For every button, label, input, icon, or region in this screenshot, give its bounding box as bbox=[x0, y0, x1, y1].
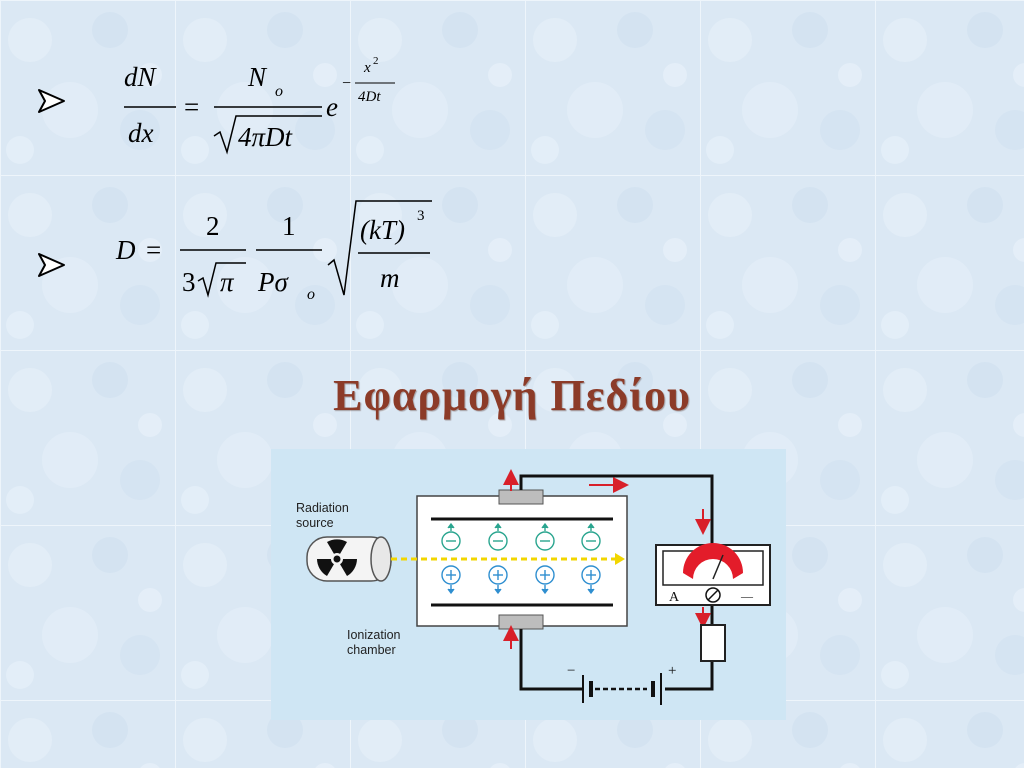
ammeter-label-a: A bbox=[669, 590, 680, 605]
formula1-lhs-numerator: dN bbox=[124, 62, 158, 92]
slide-title: Εφαρμογή Πεδίου bbox=[333, 371, 691, 420]
ionization-chamber-diagram: Radiation source Ionization chamber bbox=[271, 449, 786, 720]
bullet-arrow-icon bbox=[38, 253, 65, 277]
radiation-source bbox=[306, 536, 392, 582]
circuit-wire bbox=[519, 474, 714, 691]
negative-ion bbox=[488, 522, 508, 551]
formula1-rhs-numerator-sub: o bbox=[275, 83, 283, 100]
formula1-exp-numerator-sup: 2 bbox=[373, 55, 379, 67]
ionization-chamber-label-2: chamber bbox=[347, 643, 396, 657]
positive-ion bbox=[535, 565, 555, 595]
beam-arrowhead bbox=[615, 553, 625, 565]
radiation-source-label-1: Radiation bbox=[296, 501, 349, 515]
top-insulator bbox=[498, 489, 544, 505]
formula2-root-numerator: (kT) bbox=[360, 215, 405, 245]
diffusion-distribution-formula: dN dx = N o 4πDt e − x 2 4Dt bbox=[124, 55, 395, 155]
radiation-source-label-2: source bbox=[296, 516, 334, 530]
positive-ions bbox=[441, 565, 601, 595]
negative-ion bbox=[441, 522, 461, 551]
formula2-frac1-denominator-root: π bbox=[220, 267, 235, 297]
negative-ion bbox=[535, 522, 555, 551]
battery-plus-label: + bbox=[668, 663, 676, 679]
radiation-trefoil-icon bbox=[317, 539, 357, 576]
ionization-chamber-label-1: Ionization bbox=[347, 628, 401, 642]
formula2-root-numerator-sup: 3 bbox=[417, 208, 425, 224]
formula1-exp-denominator: 4Dt bbox=[358, 89, 381, 105]
positive-ion bbox=[581, 565, 601, 595]
formula2-frac1-numerator: 2 bbox=[206, 211, 220, 241]
diffusion-coefficient-formula: D = 2 3 π 1 Pσ o (kT) 3 m bbox=[115, 200, 432, 303]
resistor-icon bbox=[700, 624, 726, 662]
battery-icon: − + bbox=[567, 663, 676, 705]
formula2-lhs: D bbox=[115, 235, 136, 265]
bullet-arrow-icon bbox=[38, 89, 65, 113]
positive-ion bbox=[488, 565, 508, 595]
ammeter-icon: A — bbox=[655, 543, 771, 606]
formula2-equals: = bbox=[146, 235, 161, 265]
formula2-frac2-numerator: 1 bbox=[282, 211, 296, 241]
formula2-frac2-denominator-sub: o bbox=[307, 286, 315, 303]
formula1-equals: = bbox=[184, 92, 199, 122]
current-arrows bbox=[503, 469, 711, 649]
positive-ion bbox=[441, 565, 461, 595]
formula2-root-denominator: m bbox=[380, 263, 400, 293]
ammeter-label-minus: — bbox=[740, 589, 754, 603]
formula1-exp-base: e bbox=[326, 92, 338, 122]
battery-minus-label: − bbox=[567, 663, 575, 679]
bottom-insulator bbox=[498, 614, 544, 630]
negative-ion bbox=[581, 522, 601, 551]
formula2-frac1-denominator-coef: 3 bbox=[182, 267, 196, 297]
formula1-lhs-denominator: dx bbox=[128, 118, 154, 148]
formula1-rhs-denominator: 4πDt bbox=[238, 122, 294, 152]
negative-ions bbox=[441, 522, 601, 551]
formula1-exp-numerator: x bbox=[363, 60, 371, 76]
formula1-exp-sign: − bbox=[342, 75, 351, 92]
formula2-frac2-denominator: Pσ bbox=[257, 267, 289, 297]
formula1-rhs-numerator: N bbox=[247, 62, 268, 92]
